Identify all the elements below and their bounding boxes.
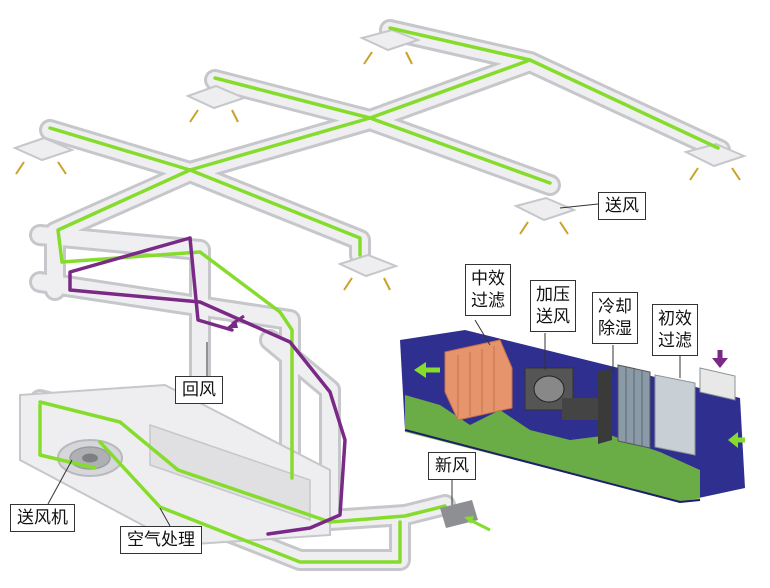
label-supply-air: 送风 <box>598 192 646 220</box>
label-primary-filter: 初效 过滤 <box>652 304 698 356</box>
cooling-coil <box>598 364 651 449</box>
diffuser-5 <box>513 196 577 222</box>
label-return-air: 回风 <box>175 376 223 404</box>
fresh-air-intake <box>440 500 491 532</box>
diffuser-2 <box>185 84 247 110</box>
label-primary-filter-line2: 过滤 <box>658 331 692 351</box>
diffuser-4 <box>683 142 747 168</box>
diffusers <box>12 28 747 278</box>
return-air-arrow <box>226 314 245 328</box>
label-cooling-dehumidify: 冷却 除湿 <box>592 292 638 344</box>
label-pressurized-supply-line1: 加压 <box>536 285 570 305</box>
label-primary-filter-line1: 初效 <box>658 309 692 329</box>
diffuser-6 <box>337 253 399 278</box>
primary-filter-block <box>654 367 736 456</box>
ahu-cutaway <box>400 330 745 504</box>
diffuser-outflow-arrows <box>15 51 741 291</box>
medium-filter-block <box>444 339 513 421</box>
return-air-path <box>68 236 347 536</box>
label-cooling-dehumidify-line2: 除湿 <box>598 319 632 339</box>
label-supply-fan: 送风机 <box>10 504 75 532</box>
label-air-handling: 空气处理 <box>120 526 202 554</box>
label-cooling-dehumidify-line1: 冷却 <box>598 297 632 317</box>
label-pressurized-supply-line2: 送风 <box>536 307 570 327</box>
label-pressurized-supply: 加压 送风 <box>530 280 576 332</box>
label-fresh-air: 新风 <box>428 452 476 480</box>
label-leader-lines <box>47 203 681 527</box>
pressurized-fan-unit <box>524 367 600 420</box>
supply-air-path <box>38 26 720 564</box>
supply-fan-blower <box>57 439 123 477</box>
label-medium-filter: 中效 过滤 <box>465 264 511 316</box>
label-medium-filter-line2: 过滤 <box>471 291 505 311</box>
air-handling-housing <box>19 383 331 547</box>
diffuser-1 <box>359 28 421 52</box>
label-medium-filter-line1: 中效 <box>471 269 505 289</box>
diffuser-3 <box>12 136 75 162</box>
